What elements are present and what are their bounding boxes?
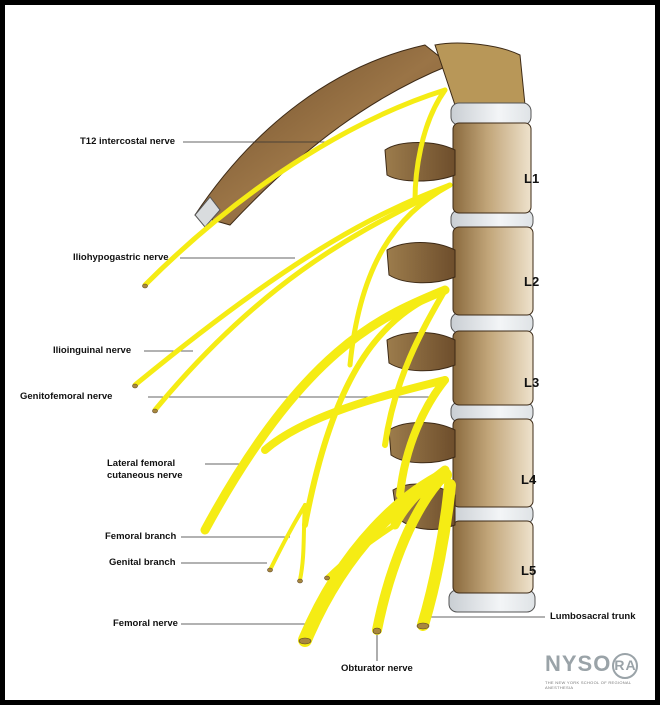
genital-branch (268, 503, 307, 572)
vertebra-body-l2 (452, 226, 534, 316)
iliohypogastric-nerve (132, 182, 453, 388)
logo-tagline: THE NEW YORK SCHOOL OF REGIONAL ANESTHES… (545, 680, 632, 690)
obturator-nerve (372, 470, 450, 635)
femoral-branch (298, 503, 307, 582)
label-femoral-branch: Femoral branch (105, 531, 177, 542)
label-femoral-nerve: Femoral nerve (113, 618, 178, 629)
nerve-ends (132, 283, 430, 645)
vertebra-body-l4 (452, 418, 534, 508)
t12-intercostal-nerve (142, 87, 448, 288)
ilioinguinal-nerve (152, 182, 453, 413)
vertebra-label-l5: L5 (521, 563, 537, 578)
l2-root (382, 287, 448, 448)
rib-tip-cartilage (194, 196, 221, 228)
l4-root (390, 465, 450, 530)
disc-l2-l3 (450, 312, 534, 334)
label-t12-intercostal-nerve: T12 intercostal nerve (80, 136, 176, 147)
transverse-process-l4 (388, 422, 456, 464)
label-lateral-femoral-cutaneous-nerve-line1: Lateral femoral (107, 458, 176, 469)
label-lateral-femoral-cutaneous-nerve-line2: cutaneous nerve (107, 470, 183, 481)
transverse-process-l3 (386, 332, 456, 372)
l3-root-branch (261, 376, 449, 454)
label-obturator-nerve: Obturator nerve (341, 663, 413, 674)
lumbosacral-trunk (417, 479, 456, 631)
label-genital-branch: Genital branch (109, 557, 176, 568)
label-genitofemoral-nerve: Genitofemoral nerve (20, 391, 113, 402)
label-lumbosacral-trunk: Lumbosacral trunk (550, 611, 636, 622)
t12-vertebra (434, 42, 526, 106)
l1-connection (347, 182, 453, 368)
femoral-nerve-minor-branch (324, 522, 398, 581)
label-iliohypogastric-nerve: Iliohypogastric nerve (73, 252, 169, 263)
label-ilioinguinal-nerve: Ilioinguinal nerve (53, 345, 132, 356)
vertebra-label-l4: L4 (521, 472, 537, 487)
nerves (132, 87, 456, 647)
lumbar-plexus-illustration (132, 42, 545, 661)
vertebra-label-l3: L3 (524, 375, 540, 390)
vertebra-body-l3 (452, 330, 534, 406)
t12-nerve-descending (412, 87, 448, 203)
diagram-frame: T12 intercostal nerve Iliohypogastric ne… (5, 5, 655, 700)
vertebra-label-l2: L2 (524, 274, 540, 289)
logo-circle: RA (612, 653, 639, 679)
disc-t12-l1 (450, 102, 532, 126)
vertebra-label-l1: L1 (524, 171, 540, 186)
l3-root (396, 376, 449, 499)
transverse-process-l2 (386, 242, 456, 284)
vertebra-body-l1 (452, 122, 532, 214)
lateral-femoral-cutaneous-nerve (200, 285, 450, 535)
vertebra-body-l5 (452, 520, 534, 594)
